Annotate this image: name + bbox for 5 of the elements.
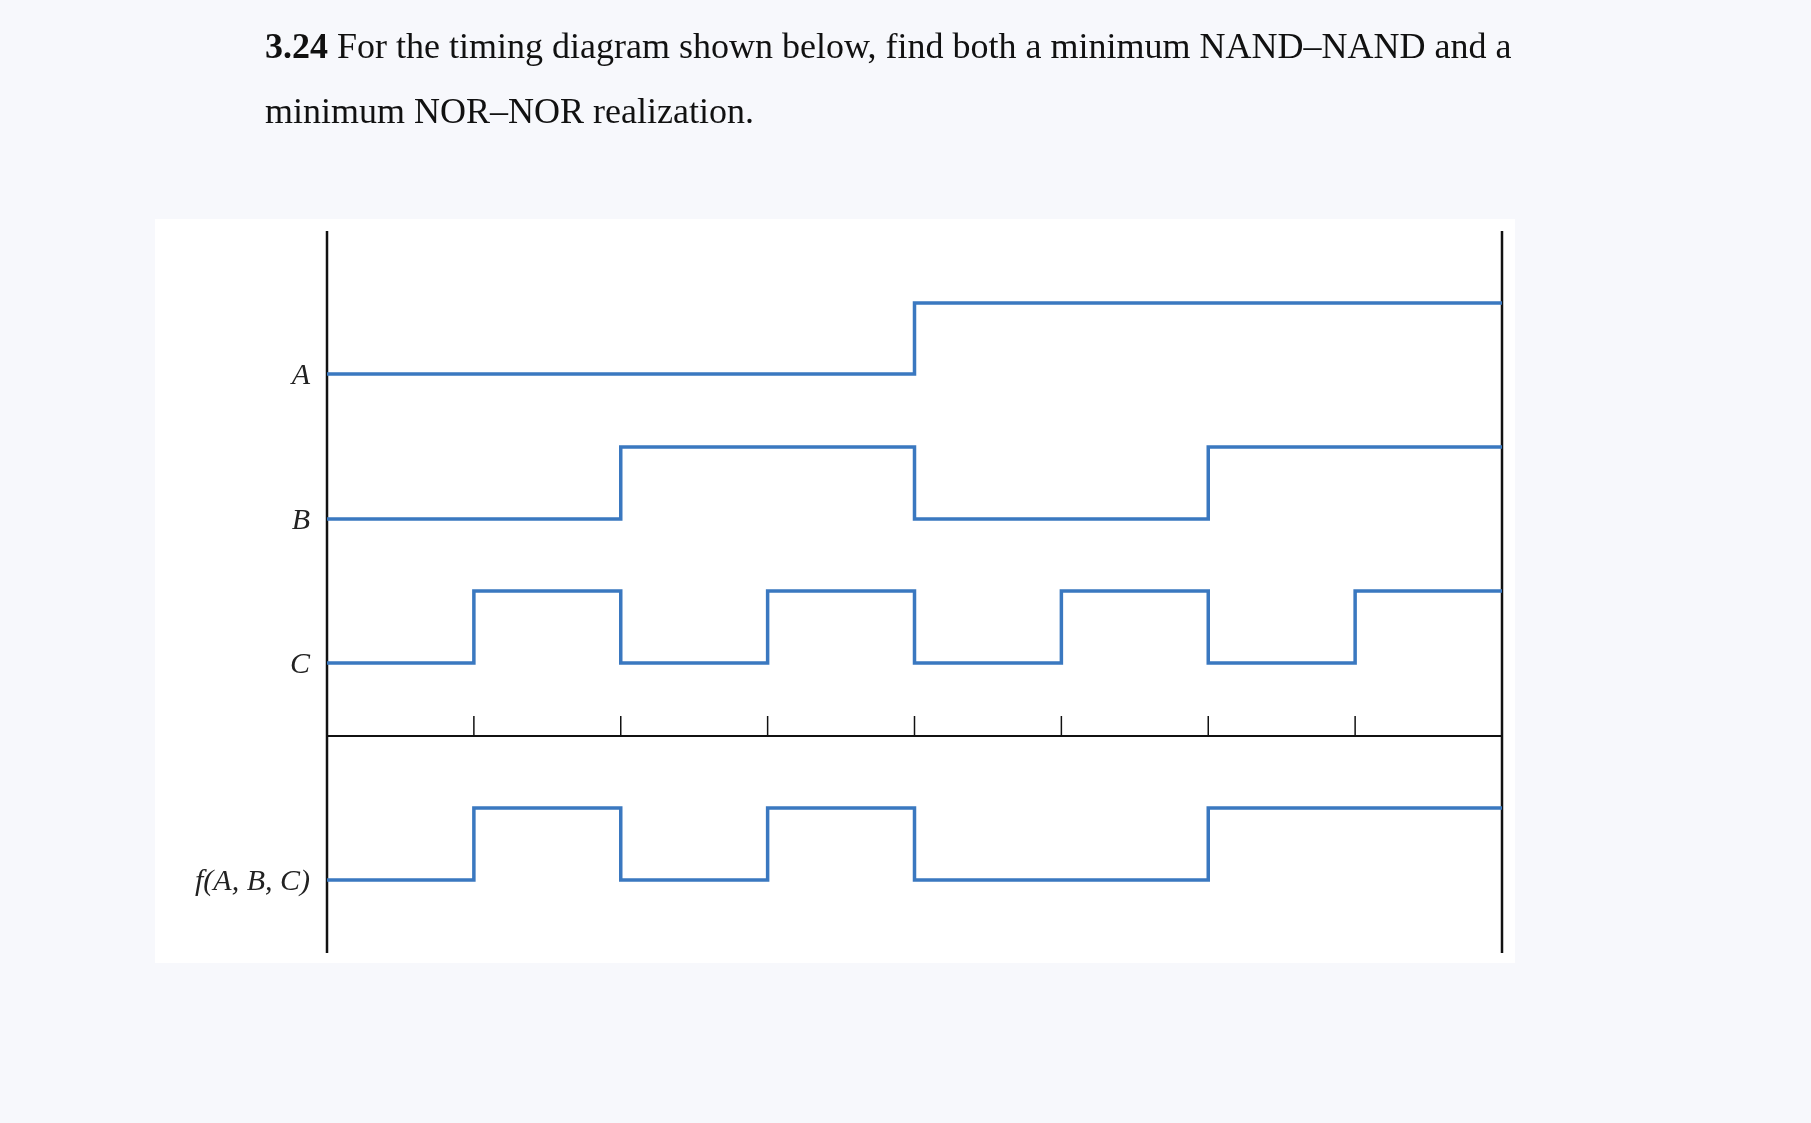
signal-label: C <box>290 646 310 680</box>
signal-label: B <box>291 502 310 536</box>
problem-statement: 3.24 For the timing diagram shown below, find both a minimum NAND–NAND and a minimum NOR–NOR realization. <box>265 25 1513 133</box>
signal-label: f(A, B, C) <box>195 863 310 897</box>
signal-label: A <box>291 357 310 391</box>
